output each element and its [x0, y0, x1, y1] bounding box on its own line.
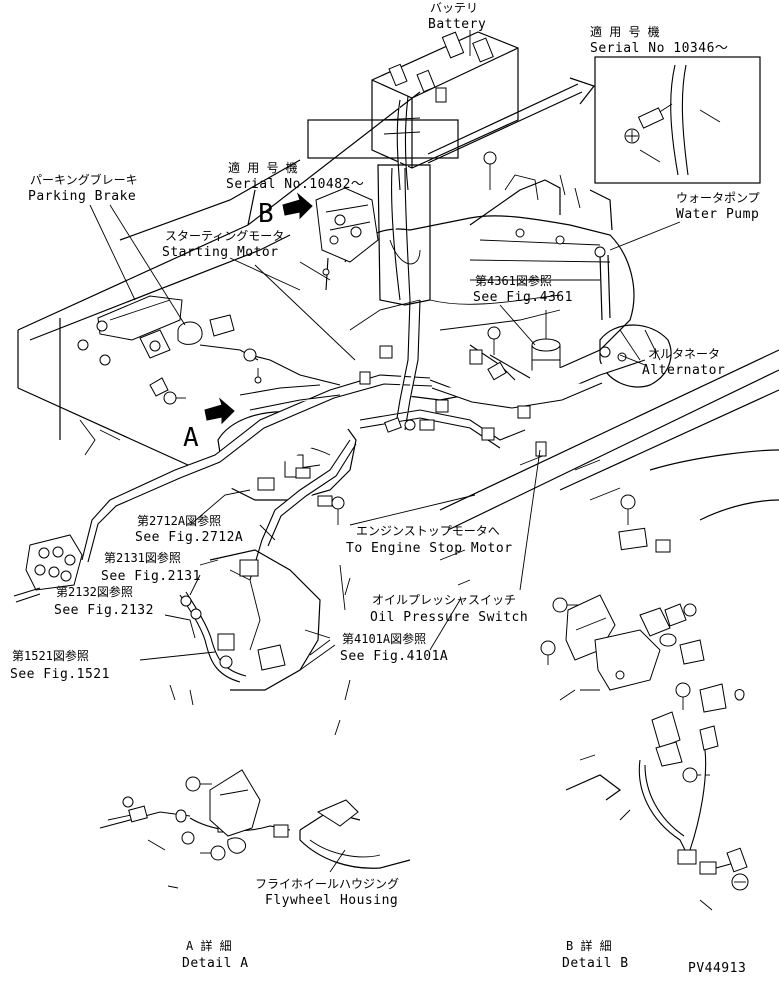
oil-pressure-switch-label-jp: オイルプレッシャスイッチ: [372, 593, 516, 607]
battery: [371, 31, 519, 191]
fig-1521-label-jp: 第1521図参照: [12, 648, 89, 663]
leader-lines: [89, 30, 681, 873]
fig-2131-label: See Fig.2131: [101, 569, 201, 584]
machine-frame: [17, 91, 779, 651]
fig-4361-label-jp: 第4361図参照: [475, 273, 552, 288]
starting-motor-box: [377, 164, 431, 306]
parking-brake: [77, 295, 262, 405]
engine-stop-motor-label: To Engine Stop Motor: [346, 541, 513, 556]
fig-4101a-label-jp: 第4101A図参照: [342, 631, 426, 646]
fig-4101a-label: See Fig.4101A: [340, 649, 448, 664]
starting-motor: [315, 187, 379, 291]
fig-1521-label: See Fig.1521: [10, 667, 110, 682]
alternator-label: Alternator: [642, 363, 725, 378]
alternator-label-jp: オルタネータ: [648, 347, 720, 361]
engine-stop-motor-label-jp: エンジンストップモータへ: [356, 524, 500, 538]
battery-cable-callout-box: [307, 119, 459, 159]
detail-b-assembly: [540, 494, 749, 911]
lower-harness: [169, 549, 351, 736]
starting-motor-label-jp: スターティングモータ: [165, 229, 284, 243]
detail-a-assembly: [99, 769, 411, 889]
harness-clamps: [257, 151, 547, 525]
flywheel-housing-label-jp: フライホイールハウジング: [255, 877, 399, 891]
starting-motor-label: Starting Motor: [162, 245, 279, 260]
parking-brake-label-jp: パーキングブレーキ: [30, 172, 138, 187]
oil-pressure-switch-label: Oil Pressure Switch: [370, 610, 528, 625]
fig-2131-label-jp: 第2131図参照: [104, 550, 181, 565]
serial-10346-arrow: [427, 77, 595, 164]
flywheel-housing-label: Flywheel Housing: [265, 893, 398, 908]
water-pump-label: Water Pump: [676, 207, 759, 222]
detail-b-title: Detail B: [562, 956, 629, 971]
detail-a-title: Detail A: [182, 956, 249, 971]
fig-2132-label-jp: 第2132図参照: [56, 584, 133, 599]
left-connector-cluster: [13, 534, 83, 603]
serial-10346-label-jp: 適 用 号 機: [590, 24, 660, 39]
serial-10482-label: Serial No.10482～: [226, 177, 364, 192]
water-pump-label-jp: ウォータポンプ: [676, 191, 760, 205]
fig-4361-label: See Fig.4361: [473, 290, 573, 305]
battery-label: Battery: [428, 17, 486, 32]
detail-b-arrow: [282, 192, 313, 220]
detail-a-marker: A: [183, 423, 199, 453]
fig-2712a-label: See Fig.2712A: [135, 530, 243, 545]
detail-a-title-jp: A 詳 細: [186, 938, 232, 953]
detail-b-title-jp: B 詳 細: [566, 938, 612, 953]
fig-2712a-label-jp: 第2712A図参照: [137, 513, 221, 528]
serial-10346-label: Serial No 10346～: [590, 41, 728, 56]
main-harness: [81, 299, 646, 581]
parking-brake-label: Parking Brake: [28, 189, 136, 204]
drawing-number: PV44913: [688, 961, 746, 976]
battery-label-jp: バッテリ: [430, 1, 478, 15]
detail-a-arrow: [204, 397, 235, 425]
detail-b-marker: B: [258, 199, 274, 229]
serial-10346-detail: [594, 56, 761, 184]
serial-10482-label-jp: 適 用 号 機: [228, 160, 298, 175]
fig-2132-label: See Fig.2132: [54, 603, 154, 618]
